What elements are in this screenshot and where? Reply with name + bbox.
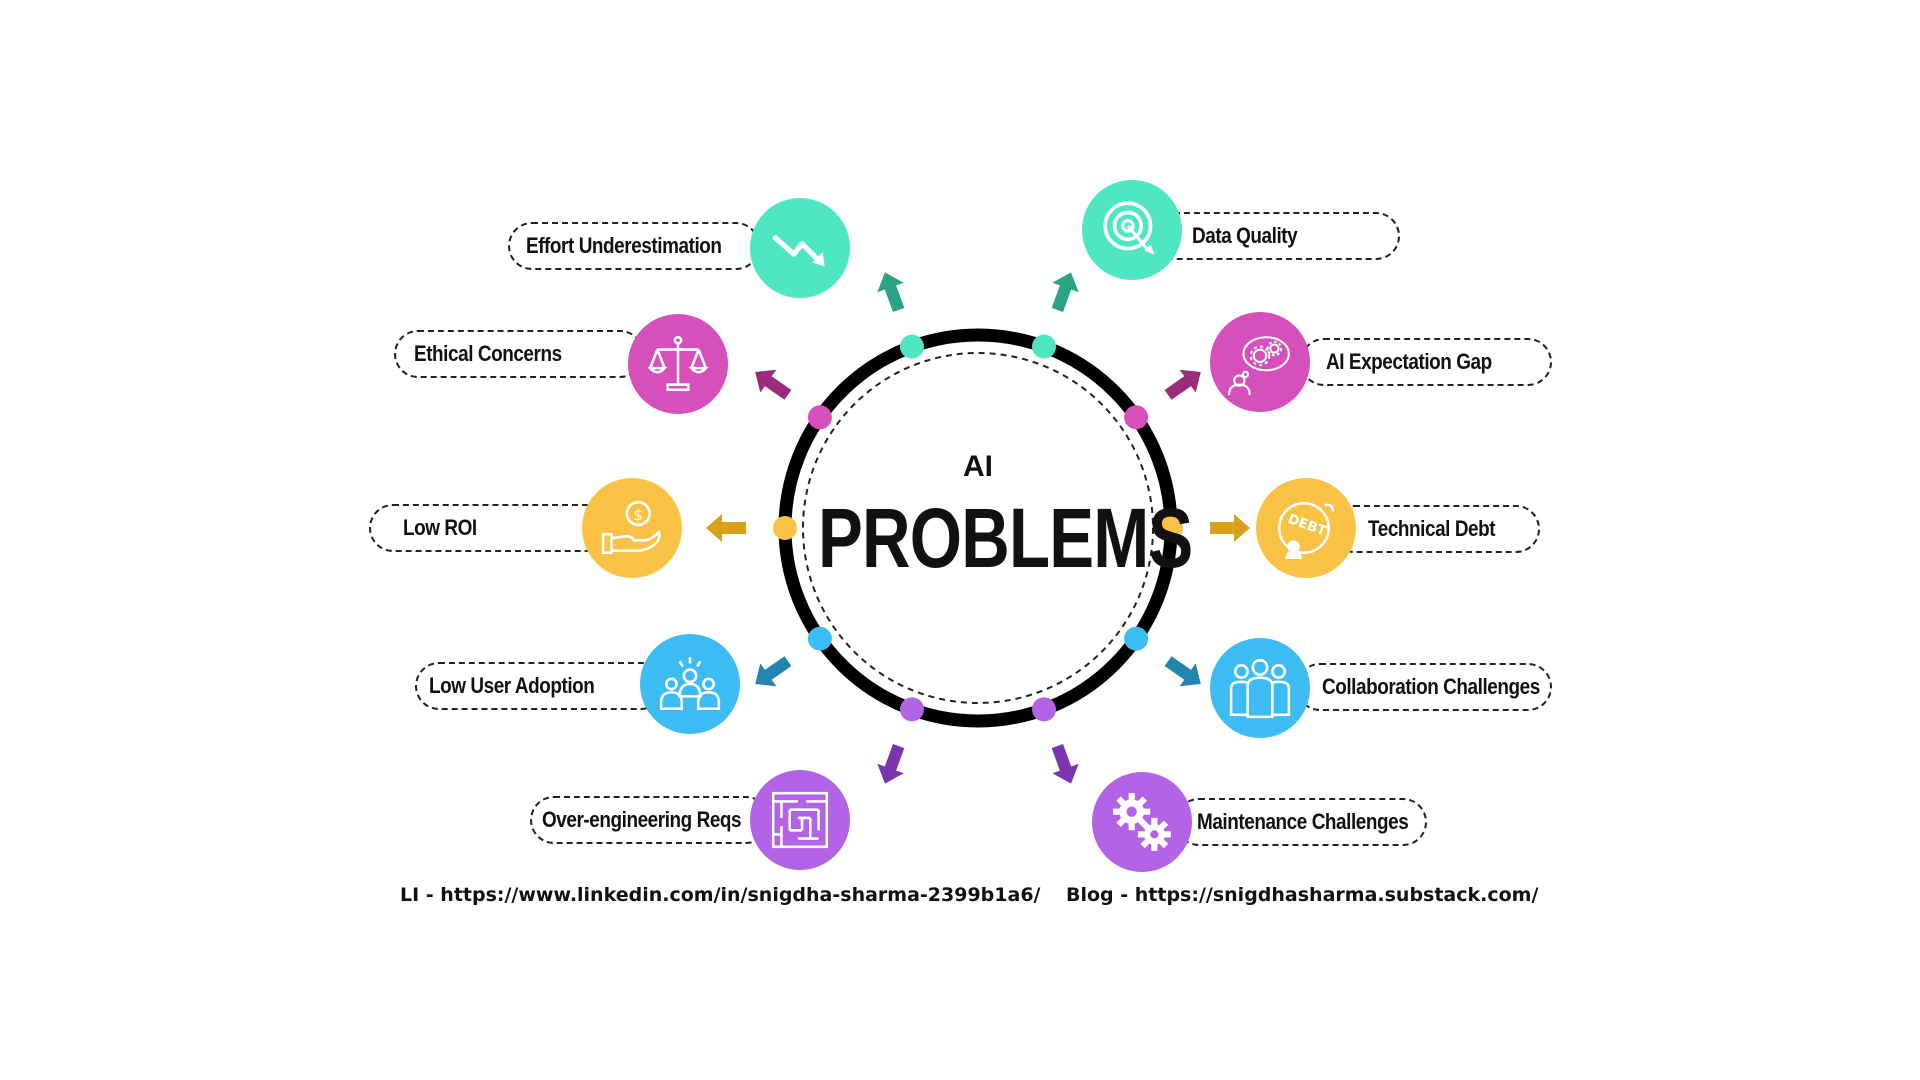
debt-ball-icon: DEBT	[1277, 501, 1335, 559]
icon-circle-over-engineering-reqs	[750, 770, 850, 870]
svg-text:DEBT: DEBT	[1286, 512, 1329, 540]
arrow-maintenance-challenges	[1051, 744, 1079, 784]
ring-dot-over-engineering-reqs	[899, 697, 924, 722]
label-collaboration-challenges: Collaboration Challenges	[1322, 674, 1540, 699]
ring-dot-ethical-concerns	[807, 405, 832, 430]
label-technical-debt: Technical Debt	[1368, 516, 1496, 541]
arrow-effort-underestimation	[877, 272, 905, 312]
center-title-small: AI	[963, 450, 993, 483]
maze-icon	[771, 791, 829, 849]
icon-circle-maintenance-challenges	[1092, 772, 1192, 872]
ring-dot-data-quality	[1032, 334, 1057, 359]
icon-circle-ai-expectation-gap	[1210, 312, 1310, 412]
ring-dot-low-roi	[773, 516, 797, 540]
pill-over-engineering-reqs: Over-engineering Reqs	[530, 796, 770, 844]
icon-circle-technical-debt: DEBT	[1256, 478, 1356, 578]
icon-circle-effort-underestimation	[750, 198, 850, 298]
target-icon	[1103, 201, 1155, 255]
label-ai-expectation-gap: AI Expectation Gap	[1326, 349, 1492, 374]
arrow-ethical-concerns	[755, 369, 792, 400]
pill-effort-underestimation: Effort Underestimation	[508, 222, 760, 270]
pill-technical-debt: Technical Debt	[1330, 505, 1540, 553]
icon-circle-data-quality	[1082, 180, 1182, 280]
icon-circle-ethical-concerns	[628, 314, 728, 414]
arrow-technical-debt	[1210, 514, 1250, 542]
hand-coin-icon: $	[601, 500, 661, 555]
pill-maintenance-challenges: Maintenance Challenges	[1175, 798, 1427, 846]
icon-circle-low-roi: $	[582, 478, 682, 578]
pill-ethical-concerns: Ethical Concerns	[394, 330, 644, 378]
label-effort-underestimation: Effort Underestimation	[526, 233, 722, 258]
crowd-icon	[659, 657, 721, 711]
arrow-over-engineering-reqs	[877, 744, 905, 784]
trend-down-icon	[772, 235, 825, 267]
arrow-low-roi	[706, 514, 746, 542]
connectors	[706, 272, 1250, 784]
label-data-quality: Data Quality	[1192, 223, 1298, 248]
linkedin-link[interactable]: LI - https://www.linkedin.com/in/snigdha…	[400, 884, 1041, 906]
arrow-low-user-adoption	[755, 656, 792, 687]
ring-dot-low-user-adoption	[807, 626, 832, 651]
icon-circle-collaboration-challenges	[1210, 638, 1310, 738]
icon-circle-low-user-adoption	[640, 634, 740, 734]
label-low-roi: Low ROI	[403, 515, 477, 540]
pill-data-quality: Data Quality	[1150, 212, 1400, 260]
ring-dot-maintenance-challenges	[1032, 697, 1057, 722]
gears-icon	[1113, 793, 1171, 851]
blog-link[interactable]: Blog - https://snigdhasharma.substack.co…	[1066, 884, 1539, 906]
label-over-engineering-reqs: Over-engineering Reqs	[542, 807, 742, 832]
ring-dot-technical-debt	[1159, 516, 1183, 540]
label-maintenance-challenges: Maintenance Challenges	[1197, 809, 1409, 834]
ring-dot-effort-underestimation	[899, 334, 924, 359]
label-ethical-concerns: Ethical Concerns	[414, 341, 562, 366]
svg-text:$: $	[633, 506, 643, 524]
pill-low-user-adoption: Low User Adoption	[415, 662, 665, 710]
ring-dot-collaboration-challenges	[1124, 626, 1149, 651]
scales-icon	[647, 335, 709, 392]
arrow-ai-expectation-gap	[1164, 369, 1201, 400]
team-icon	[1229, 658, 1291, 719]
center-title-large: PROBLEMS	[818, 491, 1193, 585]
pill-ai-expectation-gap: AI Expectation Gap	[1300, 338, 1552, 386]
arrow-collaboration-challenges	[1164, 656, 1201, 687]
arrow-data-quality	[1051, 272, 1079, 312]
ring-dot-ai-expectation-gap	[1124, 405, 1149, 430]
pill-low-roi: Low ROI	[369, 504, 609, 552]
label-low-user-adoption: Low User Adoption	[429, 673, 595, 698]
thinking-gears-icon	[1228, 336, 1290, 395]
pill-collaboration-challenges: Collaboration Challenges	[1296, 663, 1552, 711]
